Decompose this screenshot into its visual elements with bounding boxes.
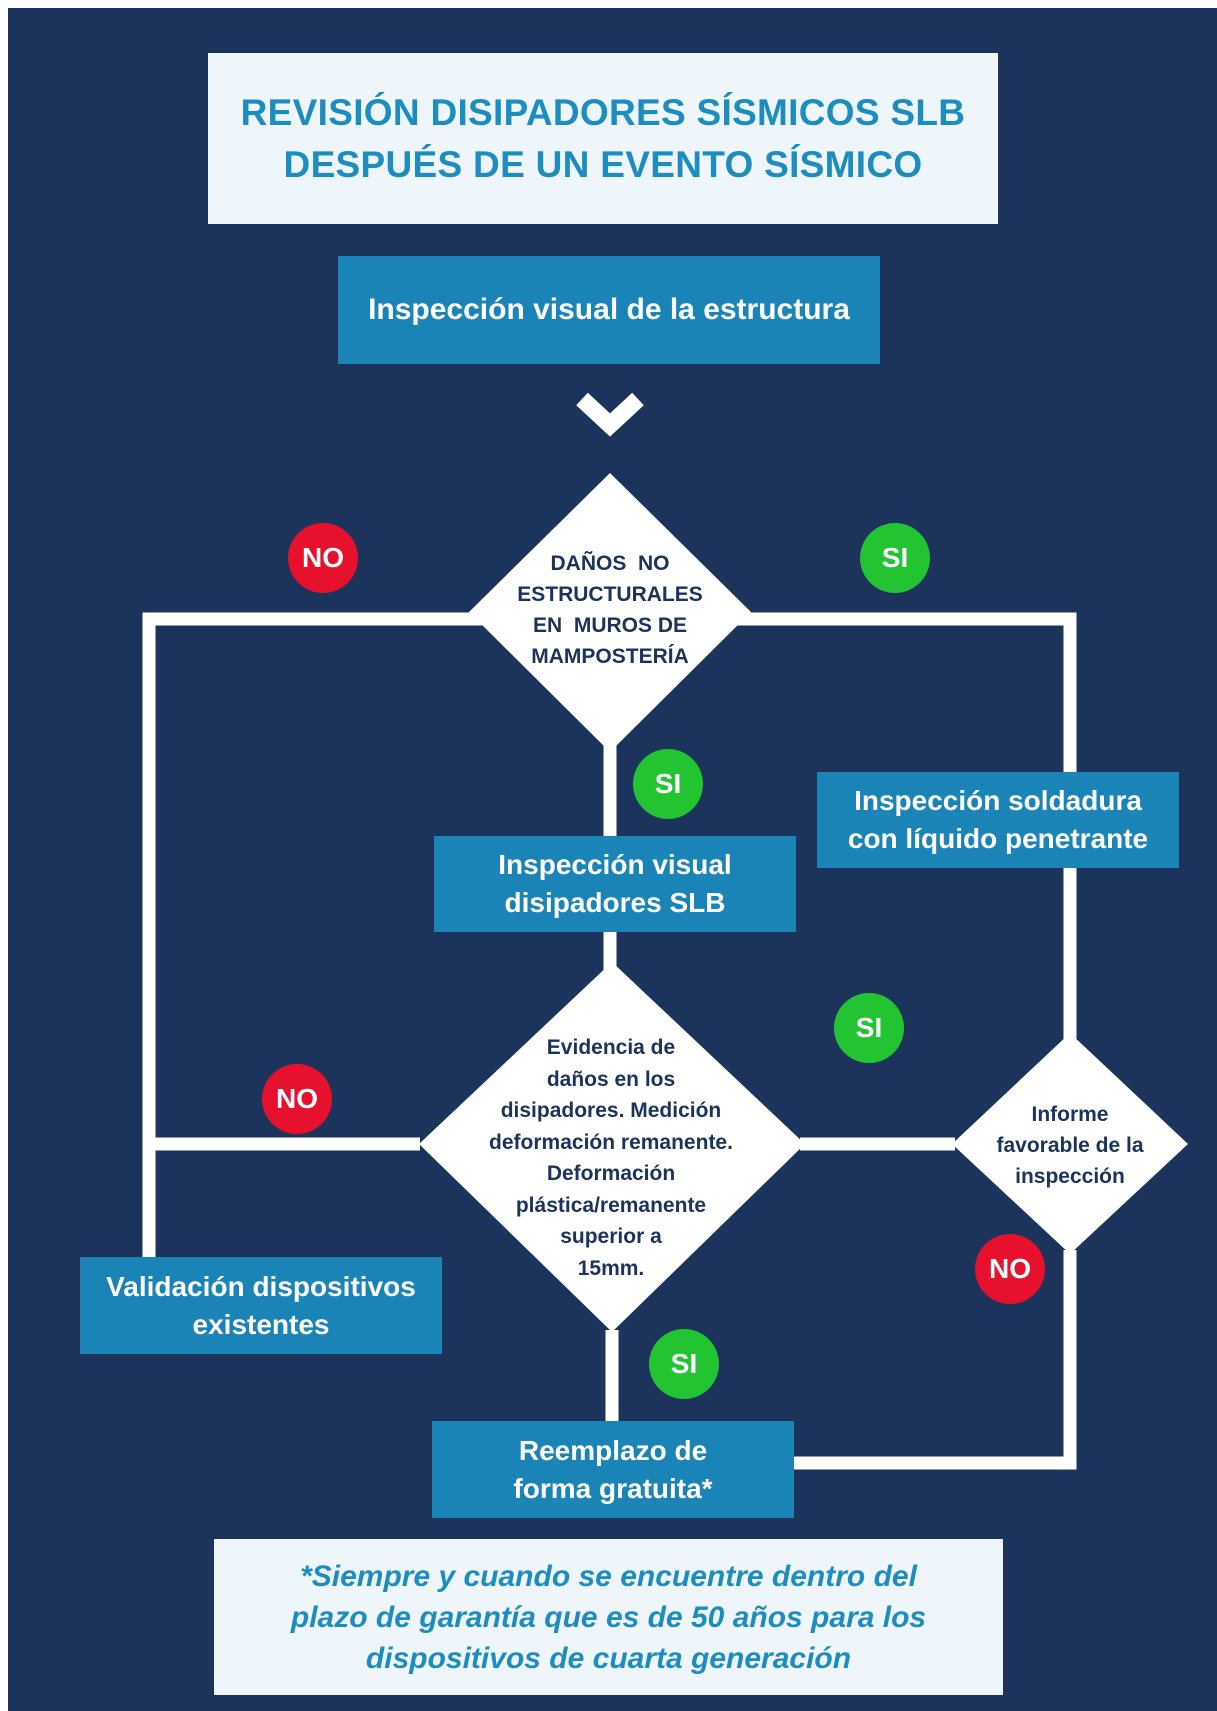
step-visual-dissipators: Inspección visual disipadores SLB xyxy=(434,836,796,932)
step-replacement-line-1: Reemplazo de xyxy=(518,1434,708,1466)
decision-report-line-3: inspección xyxy=(1015,1164,1125,1188)
connector-no-left-top xyxy=(142,612,490,1257)
decision-non-structural-line-1: DAÑOS NO xyxy=(550,552,670,575)
decision-dissipators-line-3: disipadores. Medición xyxy=(500,1099,722,1122)
decision-non-structural-line-4: MAMPOSTERÍA xyxy=(531,645,689,668)
connector-si-right-top xyxy=(720,612,1077,772)
decision-diamond-non-structural xyxy=(469,473,751,752)
title-line-2: DESPUÉS DE UN EVENTO SÍSMICO xyxy=(283,143,923,185)
si-badge-center-top: SI xyxy=(633,749,703,819)
step-replacement: Reemplazo de forma gratuita* xyxy=(432,1421,794,1518)
decision-report-line-2: favorable de la xyxy=(996,1133,1144,1157)
decision-dissipators-line-5: Deformación xyxy=(546,1162,676,1185)
si-badge-center-right: SI xyxy=(834,993,904,1063)
decision-diamond-dissipators xyxy=(419,962,805,1332)
decision-report-line-1: Informe xyxy=(1031,1102,1109,1126)
decision-non-structural-line-3: EN MUROS DE xyxy=(532,614,687,637)
decision-dissipators-line-6: plástica/remanente xyxy=(515,1193,707,1217)
step-visual-dissipators-line-2: disipadores SLB xyxy=(504,887,726,918)
si-badge-bottom: SI xyxy=(649,1329,719,1399)
no-badge-top-left: NO xyxy=(288,523,358,593)
decision-dissipators-line-7: superior a xyxy=(560,1225,662,1248)
step-replacement-line-2: forma gratuita* xyxy=(513,1472,713,1504)
decision-non-structural-line-2: ESTRUCTURALES xyxy=(517,583,703,606)
footnote-line-3: dispositivos de cuarta generación xyxy=(365,1641,852,1675)
step-weld-inspection: Inspección soldadura con líquido penetra… xyxy=(817,772,1179,868)
step-validation-line-1: Validación dispositivos xyxy=(106,1270,416,1302)
footnote-line-1: *Siempre y cuando se encuentre dentro de… xyxy=(300,1559,917,1593)
step-validation: Validación dispositivos existentes xyxy=(80,1257,442,1354)
footnote-panel: *Siempre y cuando se encuentre dentro de… xyxy=(214,1539,1003,1695)
decision-dissipators-line-4: deformación remanente. xyxy=(489,1130,733,1154)
step-weld-inspection-line-2: con líquido penetrante xyxy=(847,823,1149,854)
si-badge-top-right: SI xyxy=(860,523,930,593)
title-line-1: REVISIÓN DISIPADORES SÍSMICOS SLB xyxy=(240,91,966,133)
no-badge-mid-left: NO xyxy=(262,1064,332,1134)
connector-no-right-bottom xyxy=(794,1250,1077,1470)
step-visual-structure-label: Inspección visual de la estructura xyxy=(368,293,850,326)
decision-non-structural-text: DAÑOS NO ESTRUCTURALES EN MUROS DE MAMPO… xyxy=(490,545,730,675)
decision-dissipators-line-8: 15mm. xyxy=(577,1256,645,1280)
step-validation-line-2: existentes xyxy=(192,1308,330,1340)
step-weld-inspection-line-1: Inspección soldadura xyxy=(854,785,1142,816)
chevron-down-icon xyxy=(576,392,644,437)
decision-dissipators-text: Evidencia de daños en los disipadores. M… xyxy=(455,1033,767,1283)
decision-dissipators-line-1: Evidencia de xyxy=(546,1036,676,1059)
footnote-line-2: plazo de garantía que es de 50 años para… xyxy=(290,1600,927,1634)
step-visual-dissipators-line-1: Inspección visual xyxy=(498,849,732,880)
decision-report-text: Informe favorable de la inspección xyxy=(960,1095,1180,1195)
decision-dissipators-line-2: daños en los xyxy=(546,1067,676,1091)
no-badge-bottom-right: NO xyxy=(975,1234,1045,1304)
step-visual-structure: Inspección visual de la estructura xyxy=(338,256,880,364)
title-panel: REVISIÓN DISIPADORES SÍSMICOS SLB DESPUÉ… xyxy=(208,53,998,224)
decision-diamond-report xyxy=(952,1033,1188,1254)
